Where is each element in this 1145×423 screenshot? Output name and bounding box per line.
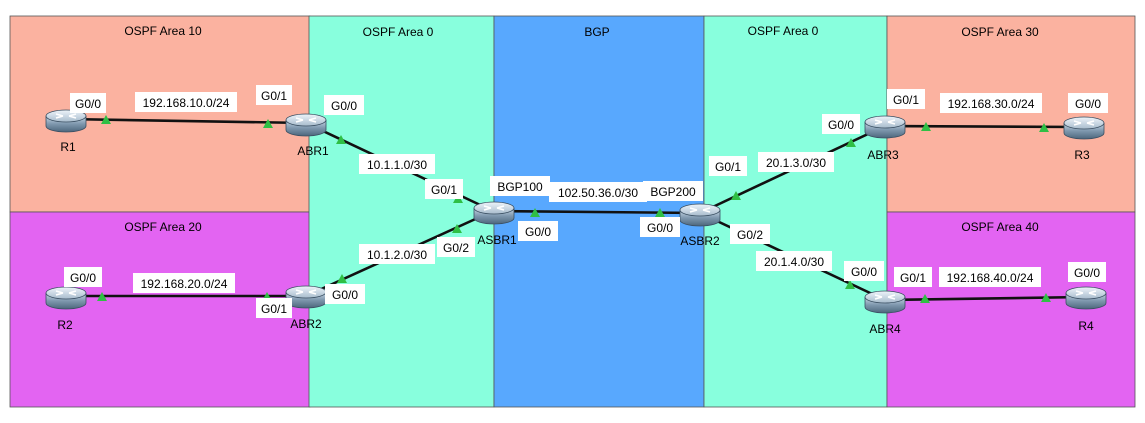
network-label-20-1-3: 20.1.3.0/30 bbox=[766, 156, 826, 170]
device-name-abr2: ABR2 bbox=[290, 317, 322, 331]
network-label-192-168-30: 192.168.30.0/24 bbox=[948, 97, 1035, 111]
port-label-abr3-g01: G0/1 bbox=[893, 93, 919, 107]
as-label-bgp200: BGP200 bbox=[650, 185, 696, 199]
router-r4[interactable] bbox=[1065, 286, 1107, 310]
device-name-abr1: ABR1 bbox=[297, 144, 329, 158]
area-title-ospf30: OSPF Area 30 bbox=[961, 25, 1039, 39]
device-name-asbr2: ASBR2 bbox=[680, 234, 720, 248]
router-asbr1[interactable] bbox=[473, 201, 515, 225]
port-label-r3-g00: G0/0 bbox=[1075, 97, 1101, 111]
router-icon bbox=[864, 290, 906, 314]
router-icon bbox=[45, 286, 87, 310]
router-icon bbox=[1063, 116, 1105, 140]
network-label-192-168-20: 192.168.20.0/24 bbox=[141, 277, 228, 291]
device-name-abr3: ABR3 bbox=[867, 148, 899, 162]
network-label-20-1-4: 20.1.4.0/30 bbox=[764, 255, 824, 269]
port-label-asbr2-g01: G0/1 bbox=[715, 160, 741, 174]
port-label-r2-g00: G0/0 bbox=[70, 271, 96, 285]
network-label-10-1-1: 10.1.1.0/30 bbox=[367, 158, 427, 172]
port-label-r1-g00: G0/0 bbox=[75, 97, 101, 111]
router-icon bbox=[473, 201, 515, 225]
port-label-abr2-g01: G0/1 bbox=[261, 302, 287, 316]
network-label-10-1-2: 10.1.2.0/30 bbox=[367, 248, 427, 262]
port-label-abr3-g00: G0/0 bbox=[828, 118, 854, 132]
router-abr1[interactable] bbox=[285, 113, 327, 137]
area-title-bgp: BGP bbox=[584, 25, 609, 39]
device-name-abr4: ABR4 bbox=[869, 322, 901, 336]
router-icon bbox=[1065, 286, 1107, 310]
network-label-192-168-10: 192.168.10.0/24 bbox=[143, 96, 230, 110]
area-ospf40-bg bbox=[886, 211, 1136, 408]
port-label-asbr1-g02: G0/2 bbox=[443, 241, 469, 255]
area-ospf0-right-bg bbox=[703, 15, 888, 408]
router-icon bbox=[45, 109, 87, 133]
router-r2[interactable] bbox=[45, 286, 87, 310]
port-label-asbr2-g00: G0/0 bbox=[647, 221, 673, 235]
router-abr3[interactable] bbox=[864, 115, 906, 139]
port-label-asbr1-g01: G0/1 bbox=[431, 183, 457, 197]
device-name-r2: R2 bbox=[57, 318, 73, 332]
as-label-bgp100: BGP100 bbox=[497, 180, 543, 194]
area-title-ospf10: OSPF Area 10 bbox=[124, 24, 202, 38]
area-title-ospf20: OSPF Area 20 bbox=[124, 220, 202, 234]
label-group: 192.168.10.0/24 192.168.20.0/24 10.1.1.0… bbox=[64, 85, 1108, 318]
router-abr4[interactable] bbox=[864, 290, 906, 314]
device-name-asbr1: ASBR1 bbox=[477, 233, 517, 247]
router-asbr2[interactable] bbox=[679, 203, 721, 227]
link-abr3-r3[interactable] bbox=[884, 124, 1084, 129]
port-label-abr4-g01: G0/1 bbox=[900, 271, 926, 285]
router-icon bbox=[679, 203, 721, 227]
port-label-abr2-g00: G0/0 bbox=[332, 288, 358, 302]
router-icon bbox=[864, 115, 906, 139]
area-ospf0-left-bg bbox=[308, 15, 495, 408]
port-label-abr1-g01: G0/1 bbox=[261, 89, 287, 103]
link-asbr1-asbr2[interactable] bbox=[492, 209, 701, 215]
network-label-102-50-36: 102.50.36.0/30 bbox=[558, 186, 638, 200]
port-label-asbr2-g02: G0/2 bbox=[737, 228, 763, 242]
area-ospf30-bg bbox=[886, 15, 1136, 213]
area-title-ospf40: OSPF Area 40 bbox=[961, 220, 1039, 234]
link-abr4-r4[interactable] bbox=[884, 295, 1086, 302]
port-label-asbr1-g00: G0/0 bbox=[525, 225, 551, 239]
device-name-r4: R4 bbox=[1078, 319, 1094, 333]
network-label-192-168-40: 192.168.40.0/24 bbox=[947, 271, 1034, 285]
router-icon bbox=[285, 113, 327, 137]
area-title-ospf0-left: OSPF Area 0 bbox=[363, 25, 434, 39]
router-r3[interactable] bbox=[1063, 116, 1105, 140]
device-name-r1: R1 bbox=[60, 140, 76, 154]
port-label-abr1-g00: G0/0 bbox=[331, 99, 357, 113]
port-label-r4-g00: G0/0 bbox=[1074, 266, 1100, 280]
port-label-abr4-g00: G0/0 bbox=[851, 265, 877, 279]
router-r1[interactable] bbox=[45, 109, 87, 133]
area-title-ospf0-right: OSPF Area 0 bbox=[748, 24, 819, 38]
device-name-r3: R3 bbox=[1074, 148, 1090, 162]
